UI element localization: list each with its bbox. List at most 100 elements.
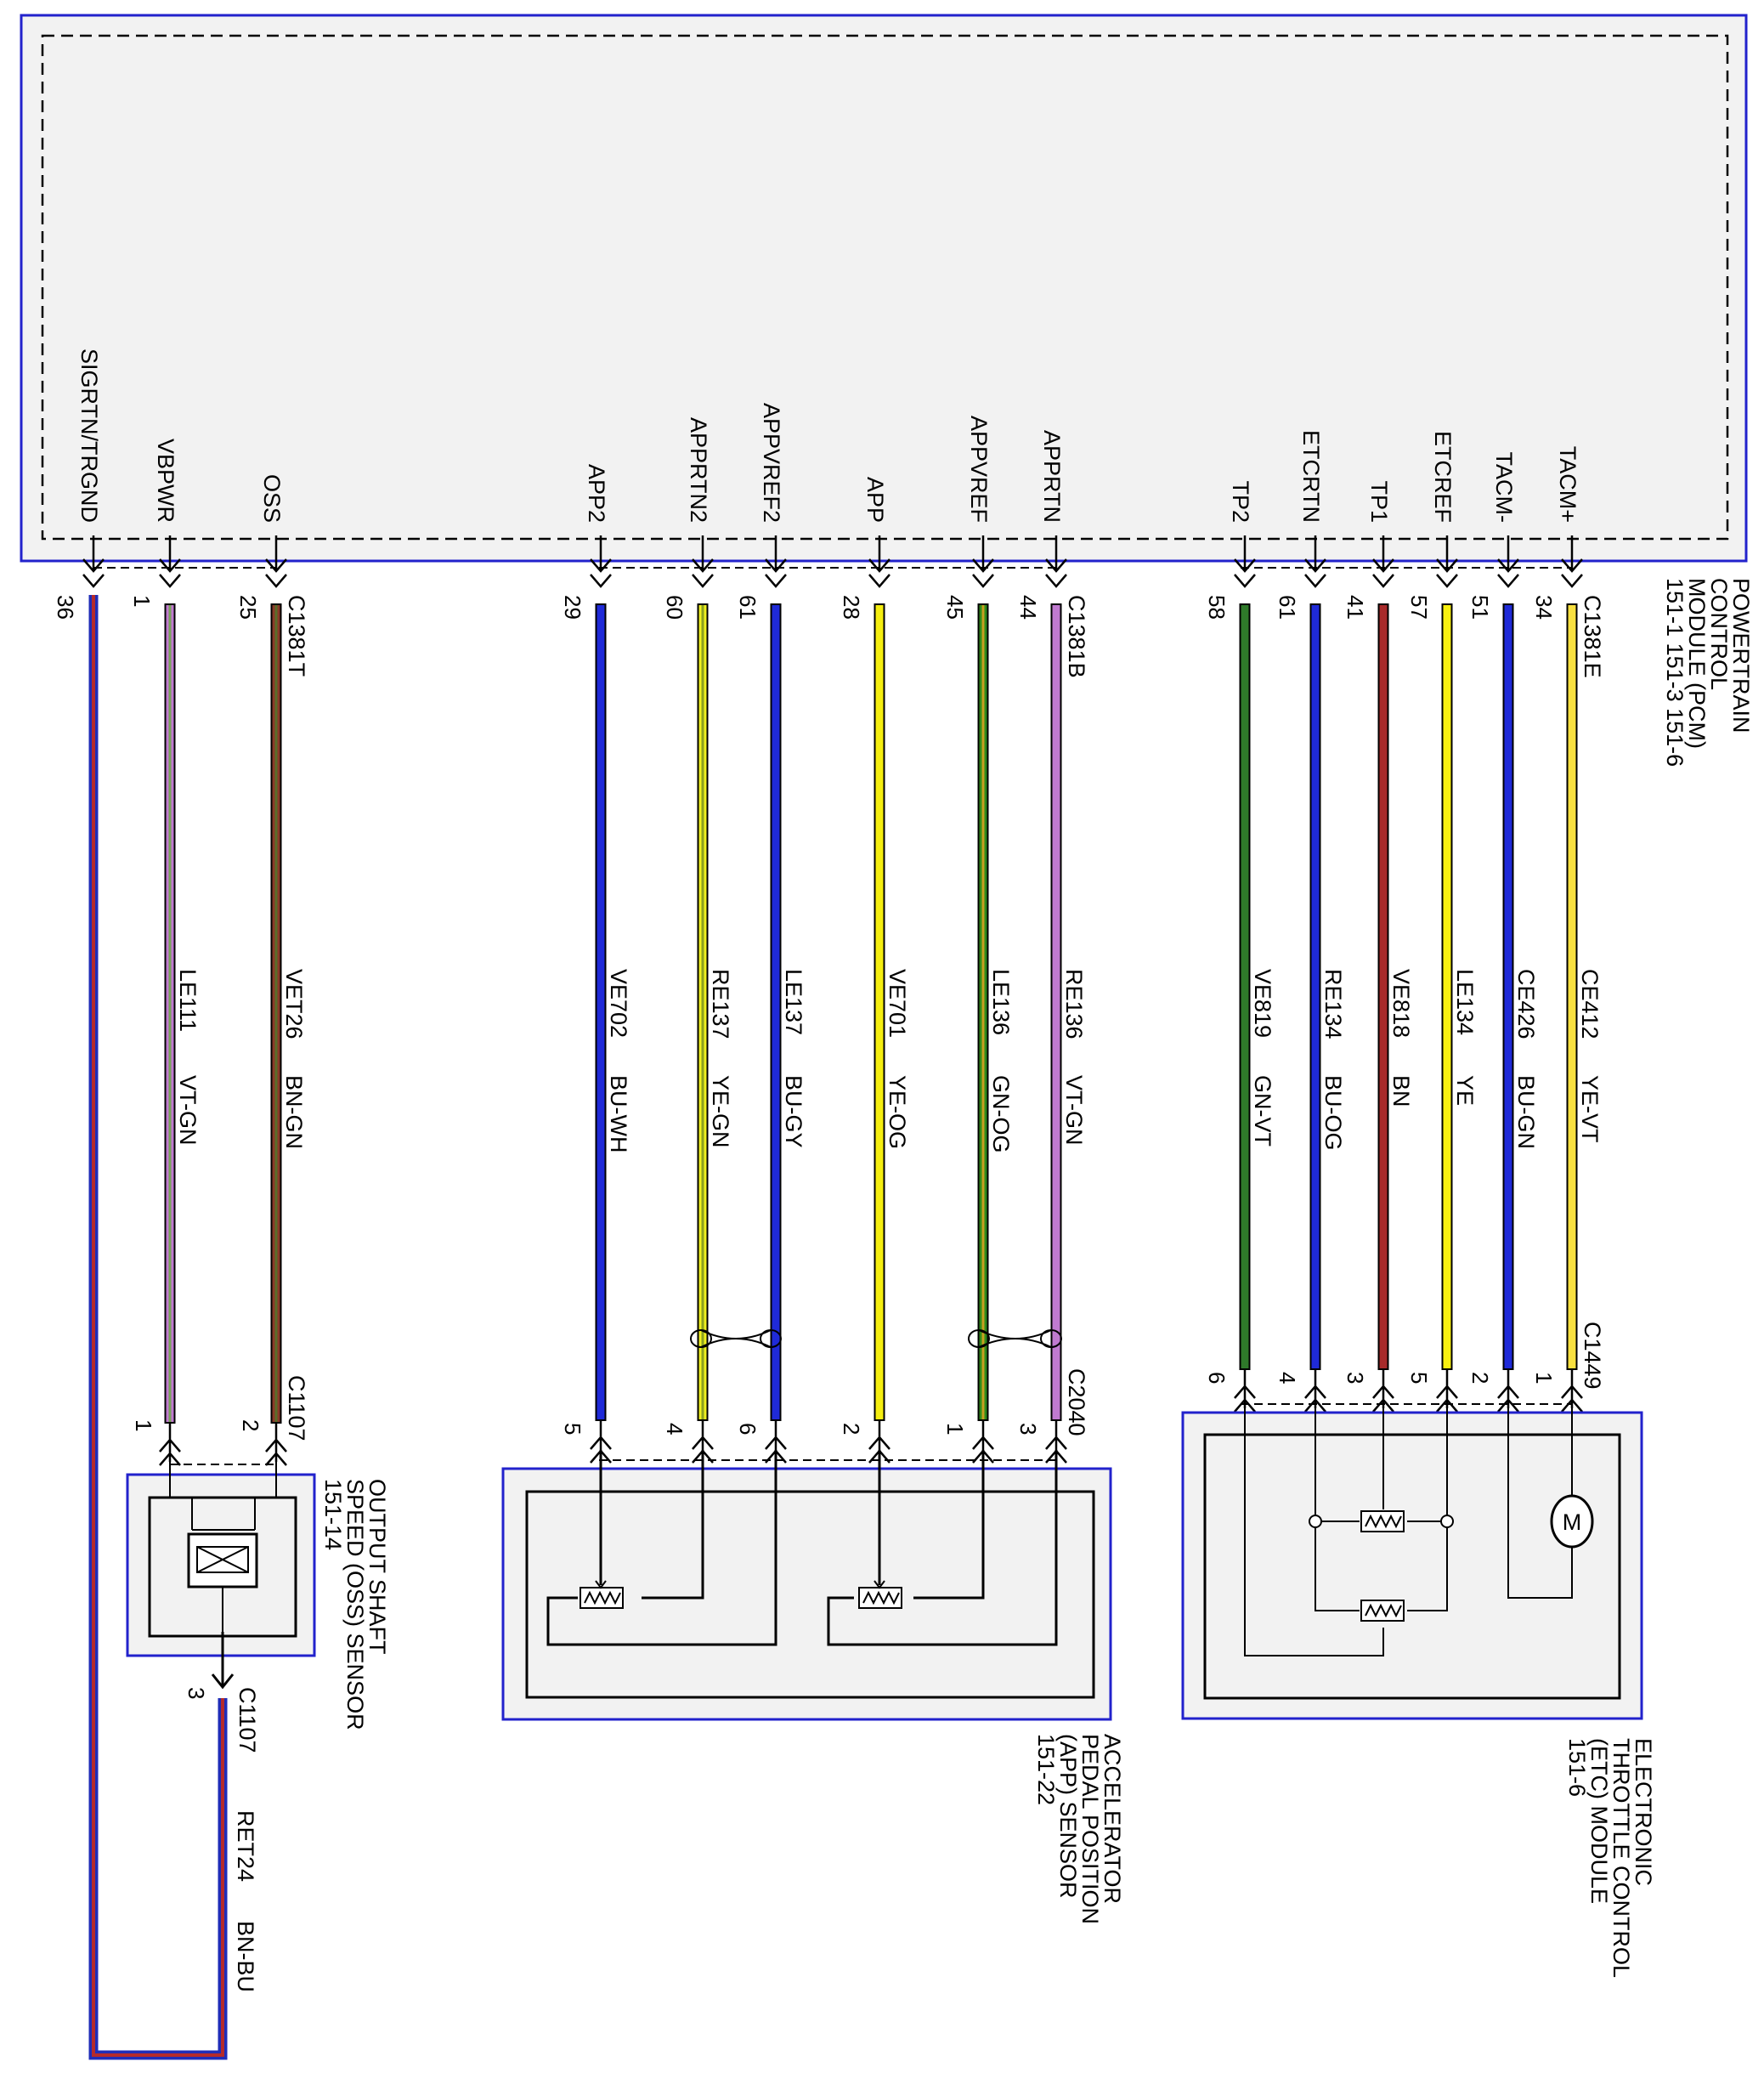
wire-color-tp1: BN bbox=[1388, 1075, 1414, 1107]
app-internal-wiring bbox=[546, 1450, 1058, 1646]
signal-label-app: APP bbox=[862, 477, 888, 523]
etc-tp1-sensor-icon bbox=[1360, 1510, 1405, 1532]
wire-color-tp2: GN-VT bbox=[1250, 1075, 1275, 1147]
wire-circuit-appvref: LE136 bbox=[988, 969, 1014, 1035]
etc-internal-wiring bbox=[1244, 1394, 1573, 1656]
pcm-pin-arrow-apprtn2 bbox=[692, 535, 714, 588]
signal-label-vbpwr: VBPWR bbox=[153, 439, 178, 523]
pcm-pin-appvref2: 61 bbox=[735, 595, 760, 620]
return-wire-circuit-label: RET24 bbox=[233, 1810, 258, 1882]
signal-label-app2: APP2 bbox=[584, 464, 609, 523]
wire-circuit-tp1: VE818 bbox=[1388, 969, 1414, 1038]
pcm-pin-app2: 29 bbox=[560, 595, 585, 620]
pcm-pin-apprtn2: 60 bbox=[662, 595, 687, 620]
app-sensor-name: ACCELERATOR PEDAL POSITION (APP) SENSOR … bbox=[1033, 1734, 1125, 1931]
connector-label-c1381t: C1381T bbox=[284, 595, 309, 677]
wire-circuit-vbpwr: LE111 bbox=[175, 969, 201, 1032]
pcm-pin-arrow-tp2 bbox=[1234, 535, 1256, 588]
signal-label-etcrtn: ETCRTN bbox=[1298, 430, 1324, 523]
app-sensor-inner bbox=[525, 1490, 1095, 1699]
wire-circuit-tp2: VE819 bbox=[1250, 969, 1275, 1038]
wire-circuit-appvref2: LE137 bbox=[781, 969, 806, 1035]
signal-label-sigrtn-trgnd: SIGRTN/TRGND bbox=[76, 348, 102, 523]
pcm-pin-appvref: 45 bbox=[942, 595, 968, 620]
wire-color-oss: BN-GN bbox=[281, 1075, 307, 1149]
pcm-pin-arrow-apprtn bbox=[1045, 535, 1067, 588]
oss-connector-label: C1107 bbox=[284, 1375, 309, 1441]
pcm-pin-arrow-tacm- bbox=[1561, 535, 1583, 588]
sensor-pin-tp2: 6 bbox=[1204, 1372, 1230, 1384]
sensor-pin-appvref2: 6 bbox=[735, 1423, 760, 1435]
signal-label-apprtn: APPRTN bbox=[1039, 430, 1065, 523]
wire-color-vbpwr: VT-GN bbox=[175, 1075, 201, 1146]
wire-circuit-tacm-: CE426 bbox=[1513, 969, 1539, 1039]
twisted-pair-marker bbox=[968, 1329, 1062, 1348]
wire-circuit-apprtn2: RE137 bbox=[708, 969, 733, 1039]
pcm-pin-arrow-appvref2 bbox=[765, 535, 787, 588]
signal-label-appvref2: APPVREF2 bbox=[759, 403, 784, 523]
wire-color-apprtn2: YE-GN bbox=[708, 1075, 733, 1148]
app-pot-1-icon bbox=[580, 1580, 624, 1609]
signal-label-oss: OSS bbox=[259, 474, 285, 523]
wire-circuit-etcref: LE134 bbox=[1452, 969, 1478, 1035]
app-pot-2-icon bbox=[858, 1580, 902, 1609]
oss-pin-1: 1 bbox=[131, 1419, 156, 1431]
wire-color-etcref: YE bbox=[1452, 1075, 1478, 1106]
oss-bottom-pin: 3 bbox=[184, 1687, 209, 1699]
pcm-pin-arrow-tacm- bbox=[1497, 535, 1519, 588]
wire-color-app: YE-OG bbox=[885, 1075, 910, 1149]
oss-sensor-name: OUTPUT SHAFT SPEED (OSS) SENSOR 151-14 bbox=[320, 1479, 390, 1736]
signal-label-tacm-: TACM+ bbox=[1555, 446, 1580, 523]
return-wire-color-label: BN-BU bbox=[233, 1921, 258, 1992]
pcm-pin-arrow-tp1 bbox=[1372, 535, 1394, 588]
sensor-pin-etcrtn: 4 bbox=[1275, 1372, 1300, 1384]
oss-pin-2: 2 bbox=[238, 1419, 263, 1431]
pcm-pin-tp1: 41 bbox=[1343, 595, 1368, 620]
etc-motor-label: M bbox=[1563, 1509, 1582, 1535]
pcm-pin-tacm-: 34 bbox=[1531, 595, 1557, 620]
oss-bottom-connector: C1107 bbox=[235, 1687, 260, 1753]
pcm-pin-arrow-app bbox=[868, 535, 890, 588]
sensor-pin-apprtn2: 4 bbox=[662, 1423, 687, 1435]
wire-color-appvref: GN-OG bbox=[988, 1075, 1014, 1153]
wire-circuit-oss: VET26 bbox=[281, 969, 307, 1039]
signal-label-appvref: APPVREF bbox=[966, 416, 992, 523]
oss-internal-wiring bbox=[169, 1455, 277, 1531]
wire-color-etcrtn: BU-OG bbox=[1320, 1075, 1346, 1151]
pcm-pin-vbpwr: 1 bbox=[129, 595, 155, 607]
wire-color-appvref2: BU-GY bbox=[781, 1075, 806, 1148]
etc-module-inner bbox=[1203, 1433, 1621, 1700]
pcm-pin-arrow-sigrtn-trgnd bbox=[82, 535, 105, 588]
sensor-pin-app2: 5 bbox=[560, 1423, 585, 1435]
etc-module-box bbox=[1181, 1411, 1643, 1720]
sensor-pin-apprtn: 3 bbox=[1015, 1423, 1041, 1435]
wire-circuit-tacm-: CE412 bbox=[1577, 969, 1603, 1039]
signal-label-etcref: ETCREF bbox=[1430, 431, 1456, 523]
pcm-name: POWERTRAIN CONTROL MODULE (PCM) 151-1 15… bbox=[1662, 578, 1754, 767]
wire-circuit-etcrtn: RE134 bbox=[1320, 969, 1346, 1039]
connector-label-c1381e: C1381E bbox=[1580, 595, 1605, 678]
wire-circuit-apprtn: RE136 bbox=[1061, 969, 1087, 1039]
return-wire-ret24 bbox=[88, 595, 228, 2060]
pcm-pin-arrow-vbpwr bbox=[159, 535, 181, 588]
sensor-pin-appvref: 1 bbox=[942, 1423, 968, 1435]
connector-label-c1381b: C1381B bbox=[1064, 595, 1089, 678]
wire-circuit-app: VE701 bbox=[885, 969, 910, 1038]
wire-color-tacm-: YE-VT bbox=[1577, 1075, 1603, 1143]
pcm-module-box bbox=[20, 14, 1748, 563]
oss-pin3-arrow bbox=[211, 1632, 235, 1690]
pcm-pin-app: 28 bbox=[839, 595, 864, 620]
app-connector-label: C2040 bbox=[1064, 1368, 1089, 1436]
etc-module-name: ELECTRONIC THROTTLE CONTROL (ETC) MODULE… bbox=[1564, 1738, 1656, 1984]
pcm-pin-sigrtn-trgnd: 36 bbox=[53, 595, 78, 620]
pcm-pin-tp2: 58 bbox=[1204, 595, 1230, 620]
pcm-pin-oss: 25 bbox=[235, 595, 261, 620]
wires-group: SIGRTN/TRGND36VBPWR1LE111VT-GNOSS25VET26… bbox=[53, 348, 1603, 1466]
pcm-pin-etcrtn: 61 bbox=[1275, 595, 1300, 620]
signal-label-tp1: TP1 bbox=[1366, 480, 1392, 523]
signal-label-apprtn2: APPRTN2 bbox=[686, 417, 711, 523]
pcm-pin-tacm-: 51 bbox=[1467, 595, 1493, 620]
etc-connector-label: C1449 bbox=[1580, 1322, 1605, 1390]
wire-color-apprtn: VT-GN bbox=[1061, 1075, 1087, 1146]
